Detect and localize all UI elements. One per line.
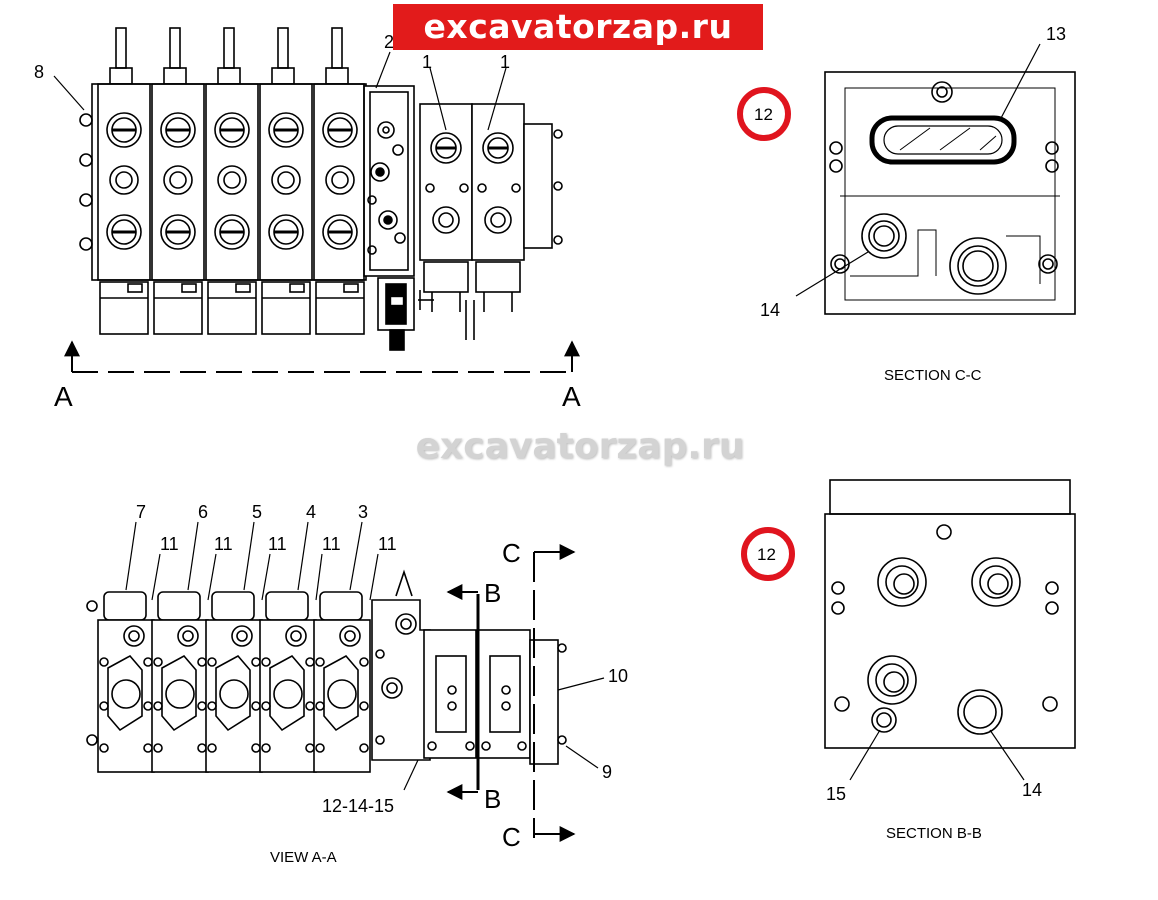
- callout-6: 6: [198, 502, 208, 522]
- callout-11-c: 11: [268, 534, 287, 554]
- callout-14-cc: 14: [760, 300, 780, 320]
- callout-3: 3: [358, 502, 368, 522]
- callout-10: 10: [608, 666, 628, 686]
- callout-2: 2: [384, 32, 394, 52]
- top-spool-section: [151, 27, 205, 335]
- brand-banner: excavatorzap.ru: [393, 4, 763, 50]
- section-cc-drawing: [737, 43, 1076, 315]
- aa-spool-section: [313, 591, 371, 773]
- section-bb-drawing: [741, 479, 1076, 781]
- callout-1-right: 1: [500, 52, 510, 72]
- top-spool-section: [97, 27, 151, 335]
- callout-4: 4: [306, 502, 316, 522]
- top-spool-section: [259, 27, 313, 335]
- view-aa-title: VIEW A-A: [270, 849, 337, 866]
- section-bb-title: SECTION B-B: [886, 825, 982, 842]
- callout-1-left: 1: [422, 52, 432, 72]
- callout-12-bb: 12: [757, 545, 776, 564]
- aa-spool-section: [97, 591, 155, 773]
- top-view: [53, 27, 580, 373]
- section-cc-title: SECTION C-C: [884, 367, 982, 384]
- callout-13: 13: [1046, 24, 1066, 44]
- callout-7: 7: [136, 502, 146, 522]
- cut-label-b-bottom: B: [484, 784, 501, 814]
- watermark-text: excavatorzap.ru: [415, 426, 745, 467]
- cut-label-c-top: C: [502, 538, 521, 568]
- top-spool-section: [313, 27, 367, 335]
- callout-11-b: 11: [214, 534, 233, 554]
- callout-11-d: 11: [322, 534, 341, 554]
- aa-spool-section: [259, 591, 317, 773]
- callout-14-bb: 14: [1022, 780, 1042, 800]
- view-aa-drawing: [86, 521, 605, 842]
- callout-12-cc: 12: [754, 105, 773, 124]
- callout-11-a: 11: [160, 534, 179, 554]
- cut-label-b-top: B: [484, 578, 501, 608]
- view-arrow-label-left: A: [54, 381, 73, 412]
- aa-spool-section: [151, 591, 209, 773]
- callout-12-14-15: 12-14-15: [322, 796, 394, 816]
- aa-spool-section: [205, 591, 263, 773]
- cut-label-c-bottom: C: [502, 822, 521, 852]
- callout-11-e: 11: [378, 534, 397, 554]
- callout-9: 9: [602, 762, 612, 782]
- view-arrow-label-right: A: [562, 381, 581, 412]
- callout-15: 15: [826, 784, 846, 804]
- top-spool-section: [205, 27, 259, 335]
- callout-8: 8: [34, 62, 44, 82]
- callout-5: 5: [252, 502, 262, 522]
